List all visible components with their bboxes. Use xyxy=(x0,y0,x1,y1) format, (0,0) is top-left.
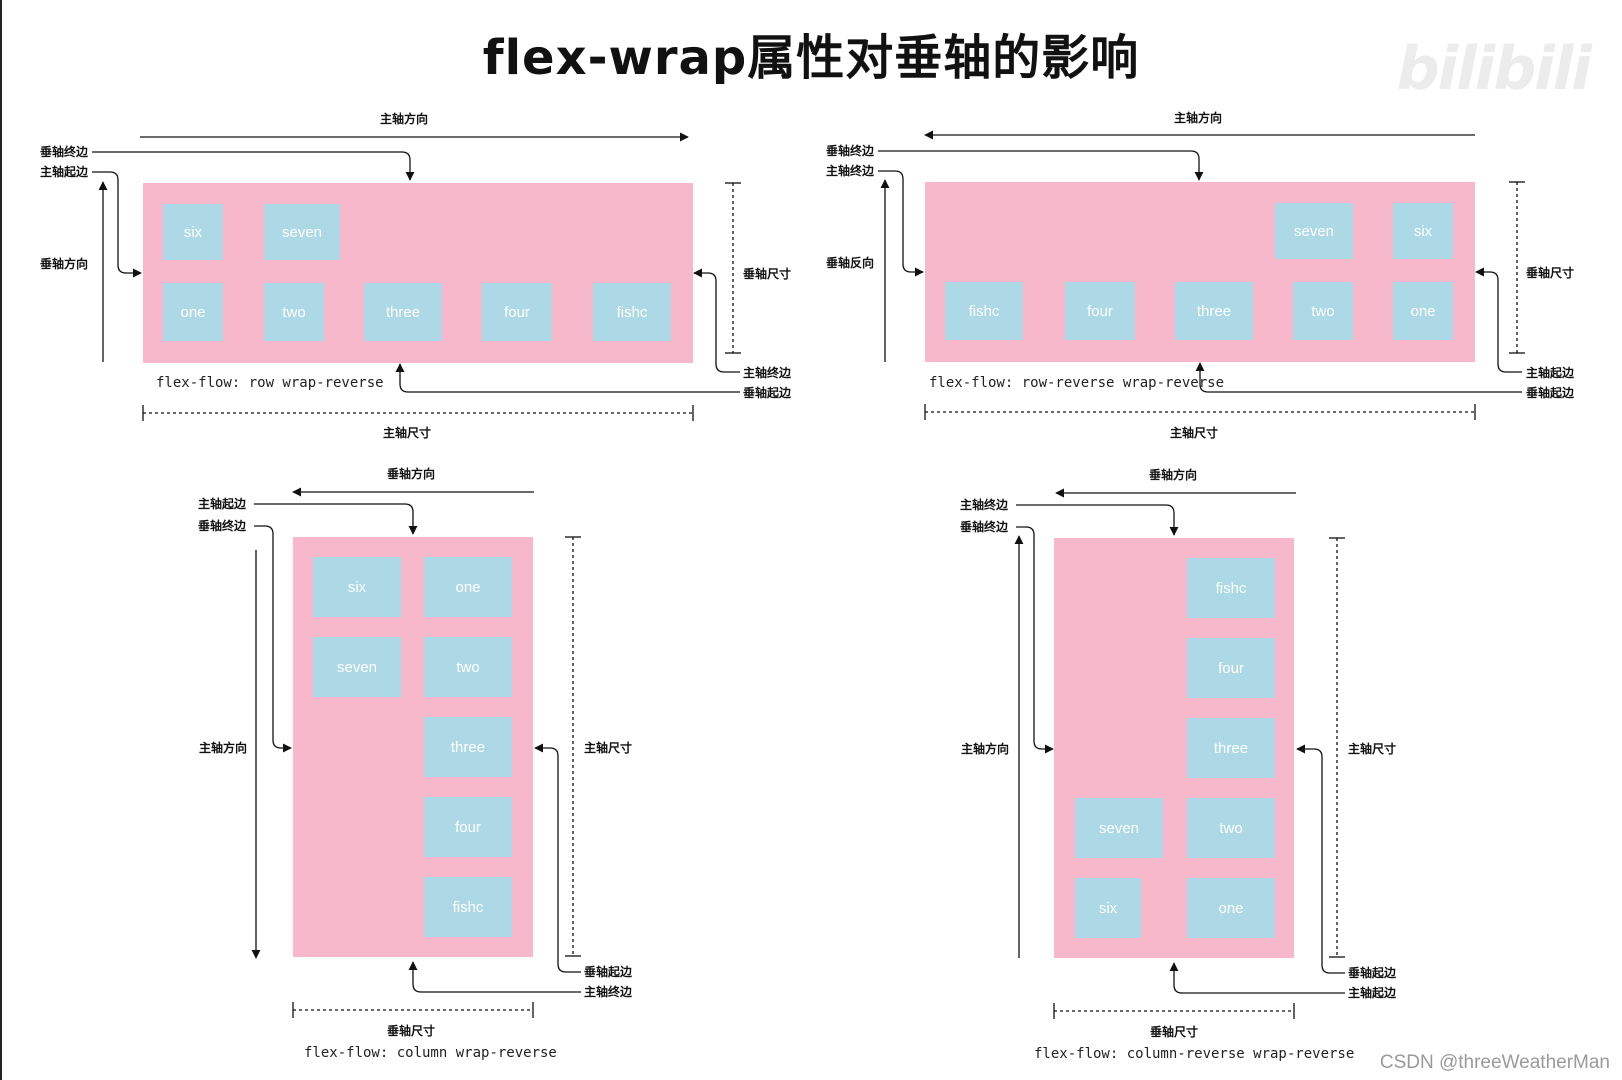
flex-item: two xyxy=(1187,798,1275,858)
flex-item: seven xyxy=(1075,798,1163,858)
label-cross-start: 垂轴起边 xyxy=(1526,386,1575,400)
label-main-size: 主轴尺寸 xyxy=(383,426,432,440)
label-cross-size: 垂轴尺寸 xyxy=(387,1024,436,1038)
label-main-direction: 主轴方向 xyxy=(199,741,248,755)
flex-item: four xyxy=(1187,638,1275,698)
label-cross-start: 垂轴起边 xyxy=(584,965,633,979)
label-main-direction: 主轴方向 xyxy=(1174,111,1223,125)
bilibili-watermark: bilibili xyxy=(1396,34,1592,104)
label-main-size: 主轴尺寸 xyxy=(584,741,633,755)
label-cross-end: 垂轴终边 xyxy=(40,145,89,159)
flex-item: three xyxy=(1187,718,1275,778)
label-cross-direction: 垂轴方向 xyxy=(40,257,89,271)
label-cross-end: 垂轴终边 xyxy=(826,144,875,158)
label-cross-start: 垂轴起边 xyxy=(743,386,792,400)
label-main-start: 主轴起边 xyxy=(198,497,247,511)
label-cross-start: 垂轴起边 xyxy=(1348,966,1397,980)
flex-item: four xyxy=(1065,282,1135,340)
flex-item: three xyxy=(364,283,442,341)
csdn-credit: CSDN @threeWeatherMan xyxy=(1379,1052,1610,1073)
flex-item: one xyxy=(424,557,512,617)
flex-item: four xyxy=(424,797,512,857)
label-cross-size: 垂轴尺寸 xyxy=(1526,266,1575,280)
label-cross-direction: 垂轴方向 xyxy=(1149,468,1198,482)
flex-item: four xyxy=(482,283,552,341)
flex-item: one xyxy=(1187,878,1275,938)
flex-item: three xyxy=(424,717,512,777)
label-main-start: 主轴起边 xyxy=(1526,366,1575,380)
left-border xyxy=(0,0,2,1080)
flex-item: one xyxy=(1393,282,1453,340)
flex-flow-caption: flex-flow: row wrap-reverse xyxy=(156,375,384,391)
flex-item: six xyxy=(163,204,223,260)
label-main-end: 主轴终边 xyxy=(826,164,875,178)
label-main-end: 主轴终边 xyxy=(960,498,1009,512)
label-main-direction: 主轴方向 xyxy=(380,112,429,126)
label-cross-direction: 垂轴方向 xyxy=(387,467,436,481)
flex-flow-caption: flex-flow: row-reverse wrap-reverse xyxy=(929,375,1225,391)
flex-item: fishc xyxy=(593,283,671,341)
flex-item: seven xyxy=(264,204,340,260)
flex-item: seven xyxy=(1275,203,1353,259)
flex-item: two xyxy=(264,283,324,341)
label-main-start: 主轴起边 xyxy=(1348,986,1397,1000)
flex-item: fishc xyxy=(945,282,1023,340)
flex-item: six xyxy=(313,557,401,617)
label-cross-reverse: 垂轴反向 xyxy=(826,256,875,270)
page-title: flex-wrap属性对垂轴的影响 xyxy=(482,30,1140,86)
label-cross-end: 垂轴终边 xyxy=(198,519,247,533)
label-cross-end: 垂轴终边 xyxy=(960,520,1009,534)
flex-item: seven xyxy=(313,637,401,697)
flex-item: two xyxy=(424,637,512,697)
flex-flow-caption: flex-flow: column wrap-reverse xyxy=(304,1045,557,1061)
label-main-size: 主轴尺寸 xyxy=(1348,742,1397,756)
label-main-end: 主轴终边 xyxy=(743,366,792,380)
label-main-direction: 主轴方向 xyxy=(961,742,1010,756)
label-cross-size: 垂轴尺寸 xyxy=(743,267,792,281)
flex-item: six xyxy=(1393,203,1453,259)
flex-item: fishc xyxy=(424,877,512,937)
flex-item: six xyxy=(1075,878,1141,938)
label-main-start: 主轴起边 xyxy=(40,165,89,179)
flex-flow-caption: flex-flow: column-reverse wrap-reverse xyxy=(1034,1046,1355,1062)
label-cross-size: 垂轴尺寸 xyxy=(1150,1025,1199,1039)
flex-item: fishc xyxy=(1187,558,1275,618)
flex-item: three xyxy=(1175,282,1253,340)
label-main-size: 主轴尺寸 xyxy=(1170,426,1219,440)
flex-item: two xyxy=(1293,282,1353,340)
flex-item: one xyxy=(163,283,223,341)
label-main-end: 主轴终边 xyxy=(584,985,633,999)
